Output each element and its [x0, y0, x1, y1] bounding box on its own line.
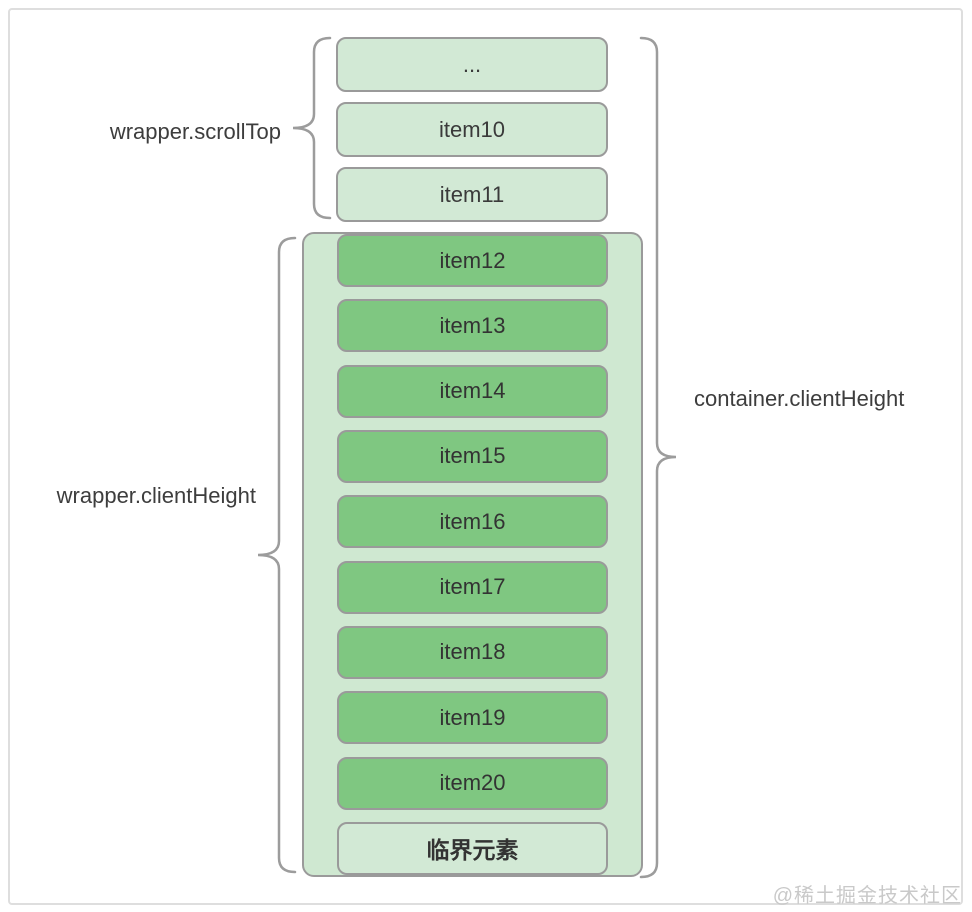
scrolled-item-box: item11 — [336, 167, 608, 222]
container-viewport: item12 item13 item14 item15 item16 item17 item… — [302, 232, 643, 877]
watermark-text: @稀土掘金技术社区 — [772, 885, 962, 907]
visible-item-box: item14 — [337, 364, 608, 418]
visible-item-box: item17 — [337, 560, 608, 614]
container-clientheight-label: container.clientHeight — [694, 386, 905, 411]
visible-item-box: item19 — [337, 691, 608, 745]
visible-item-box: item15 — [337, 429, 608, 483]
visible-item-box: item20 — [337, 756, 608, 810]
visible-item-box: item16 — [337, 495, 608, 549]
scrolled-item-box: item10 — [336, 102, 608, 157]
wrapper-scrolltop-label: wrapper.scrollTop — [109, 119, 281, 144]
visible-item-box: item13 — [337, 299, 608, 353]
critical-item-box: 临界元素 — [337, 821, 608, 875]
visible-item-box: item18 — [337, 625, 608, 679]
wrapper-clientheight-label: wrapper.clientHeight — [56, 483, 256, 508]
scrolled-item-box: ... — [336, 37, 608, 92]
visible-item-box: item12 — [337, 234, 608, 287]
visible-items-list: item12 item13 item14 item15 item16 item17 item… — [304, 234, 641, 875]
scrolled-items-group: ... item10 item11 — [336, 37, 608, 222]
